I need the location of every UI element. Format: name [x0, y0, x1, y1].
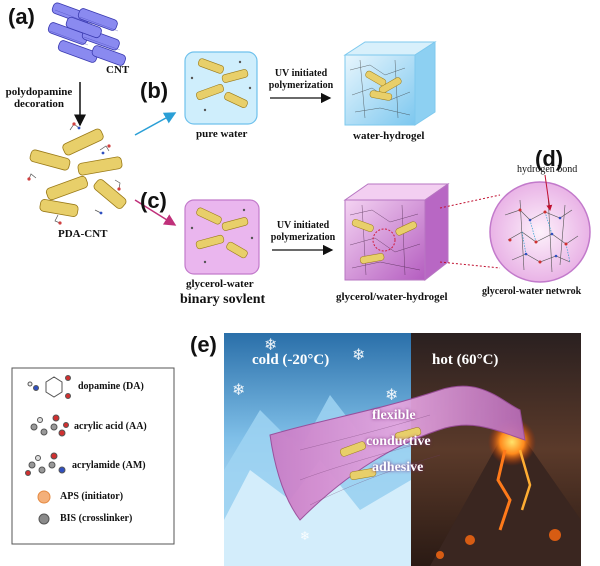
glycerol-water-hydrogel-label: glycerol/water-hydrogel	[336, 291, 448, 303]
water-hydrogel-cube-icon	[343, 41, 437, 126]
binary-solvent-label: binary sovlent	[180, 292, 266, 307]
water-hydrogel-label: water-hydrogel	[353, 130, 425, 142]
zoom-guide-top	[439, 194, 501, 209]
hydrogen-bond-label: hydrogen bond	[517, 164, 578, 175]
pda-cnt-cluster-icon	[27, 122, 127, 225]
adhesive-label: adhesive	[372, 460, 424, 475]
legend-item-dopamine: dopamine (DA)	[78, 381, 144, 392]
pda-decoration-label: polydopamine decoration	[5, 86, 73, 110]
acrylic-acid-molecule-icon	[30, 414, 69, 437]
pure-water-box	[184, 51, 258, 125]
flexible-label: flexible	[372, 408, 416, 423]
legend-item-aps: APS (initiator)	[60, 491, 124, 502]
svg-text:❄: ❄	[300, 529, 310, 543]
path-b-arrow	[134, 112, 177, 136]
panel-label-c: (c)	[140, 188, 167, 213]
temperature-scene: ❄ ❄ ❄ ❄ ❄	[224, 333, 581, 566]
hydrogen-bond-pointer	[544, 174, 553, 211]
hot-label: hot (60°C)	[432, 352, 499, 368]
svg-text:❄: ❄	[385, 385, 398, 404]
conductive-label: conductive	[366, 434, 431, 449]
network-label: glycerol-water netwrok	[482, 286, 582, 297]
panel-label-e: (e)	[190, 332, 217, 357]
cnt-label: CNT	[106, 64, 130, 76]
uv-label-b: UV initiated polymerization	[268, 68, 334, 91]
cnt-bundle-icon	[47, 2, 126, 66]
path-c-arrow	[134, 199, 177, 226]
legend-item-acrylamide: acrylamide (AM)	[72, 460, 146, 471]
acrylamide-molecule-icon	[25, 452, 66, 476]
svg-text:❄: ❄	[264, 335, 277, 354]
svg-text:❄: ❄	[232, 380, 245, 399]
panel-label-d: (d)	[535, 146, 564, 171]
legend-item-acrylic-acid: acrylic acid (AA)	[74, 421, 147, 432]
bis-crosslinker-icon	[38, 513, 50, 525]
glycerol-water-network-icon	[489, 181, 591, 283]
panel-label-a: (a)	[8, 4, 35, 29]
aps-initiator-icon	[37, 490, 51, 504]
pda-cnt-label: PDA-CNT	[58, 228, 108, 240]
glycerol-water-box	[184, 199, 260, 275]
glycerol-water-label: glycerol-water	[186, 278, 254, 290]
uv-label-c: UV initiated polymerization	[270, 220, 336, 243]
legend-box	[11, 367, 175, 545]
panel-label-b: (b)	[140, 78, 169, 103]
zoom-guide-bottom	[439, 261, 501, 269]
dopamine-molecule-icon	[27, 375, 71, 399]
legend-item-bis: BIS (crosslinker)	[60, 513, 133, 524]
glycerol-hydrogel-cube-icon	[343, 183, 450, 282]
pure-water-label: pure water	[196, 128, 248, 140]
svg-text:❄: ❄	[352, 345, 365, 364]
cold-label: cold (-20°C)	[252, 352, 330, 368]
